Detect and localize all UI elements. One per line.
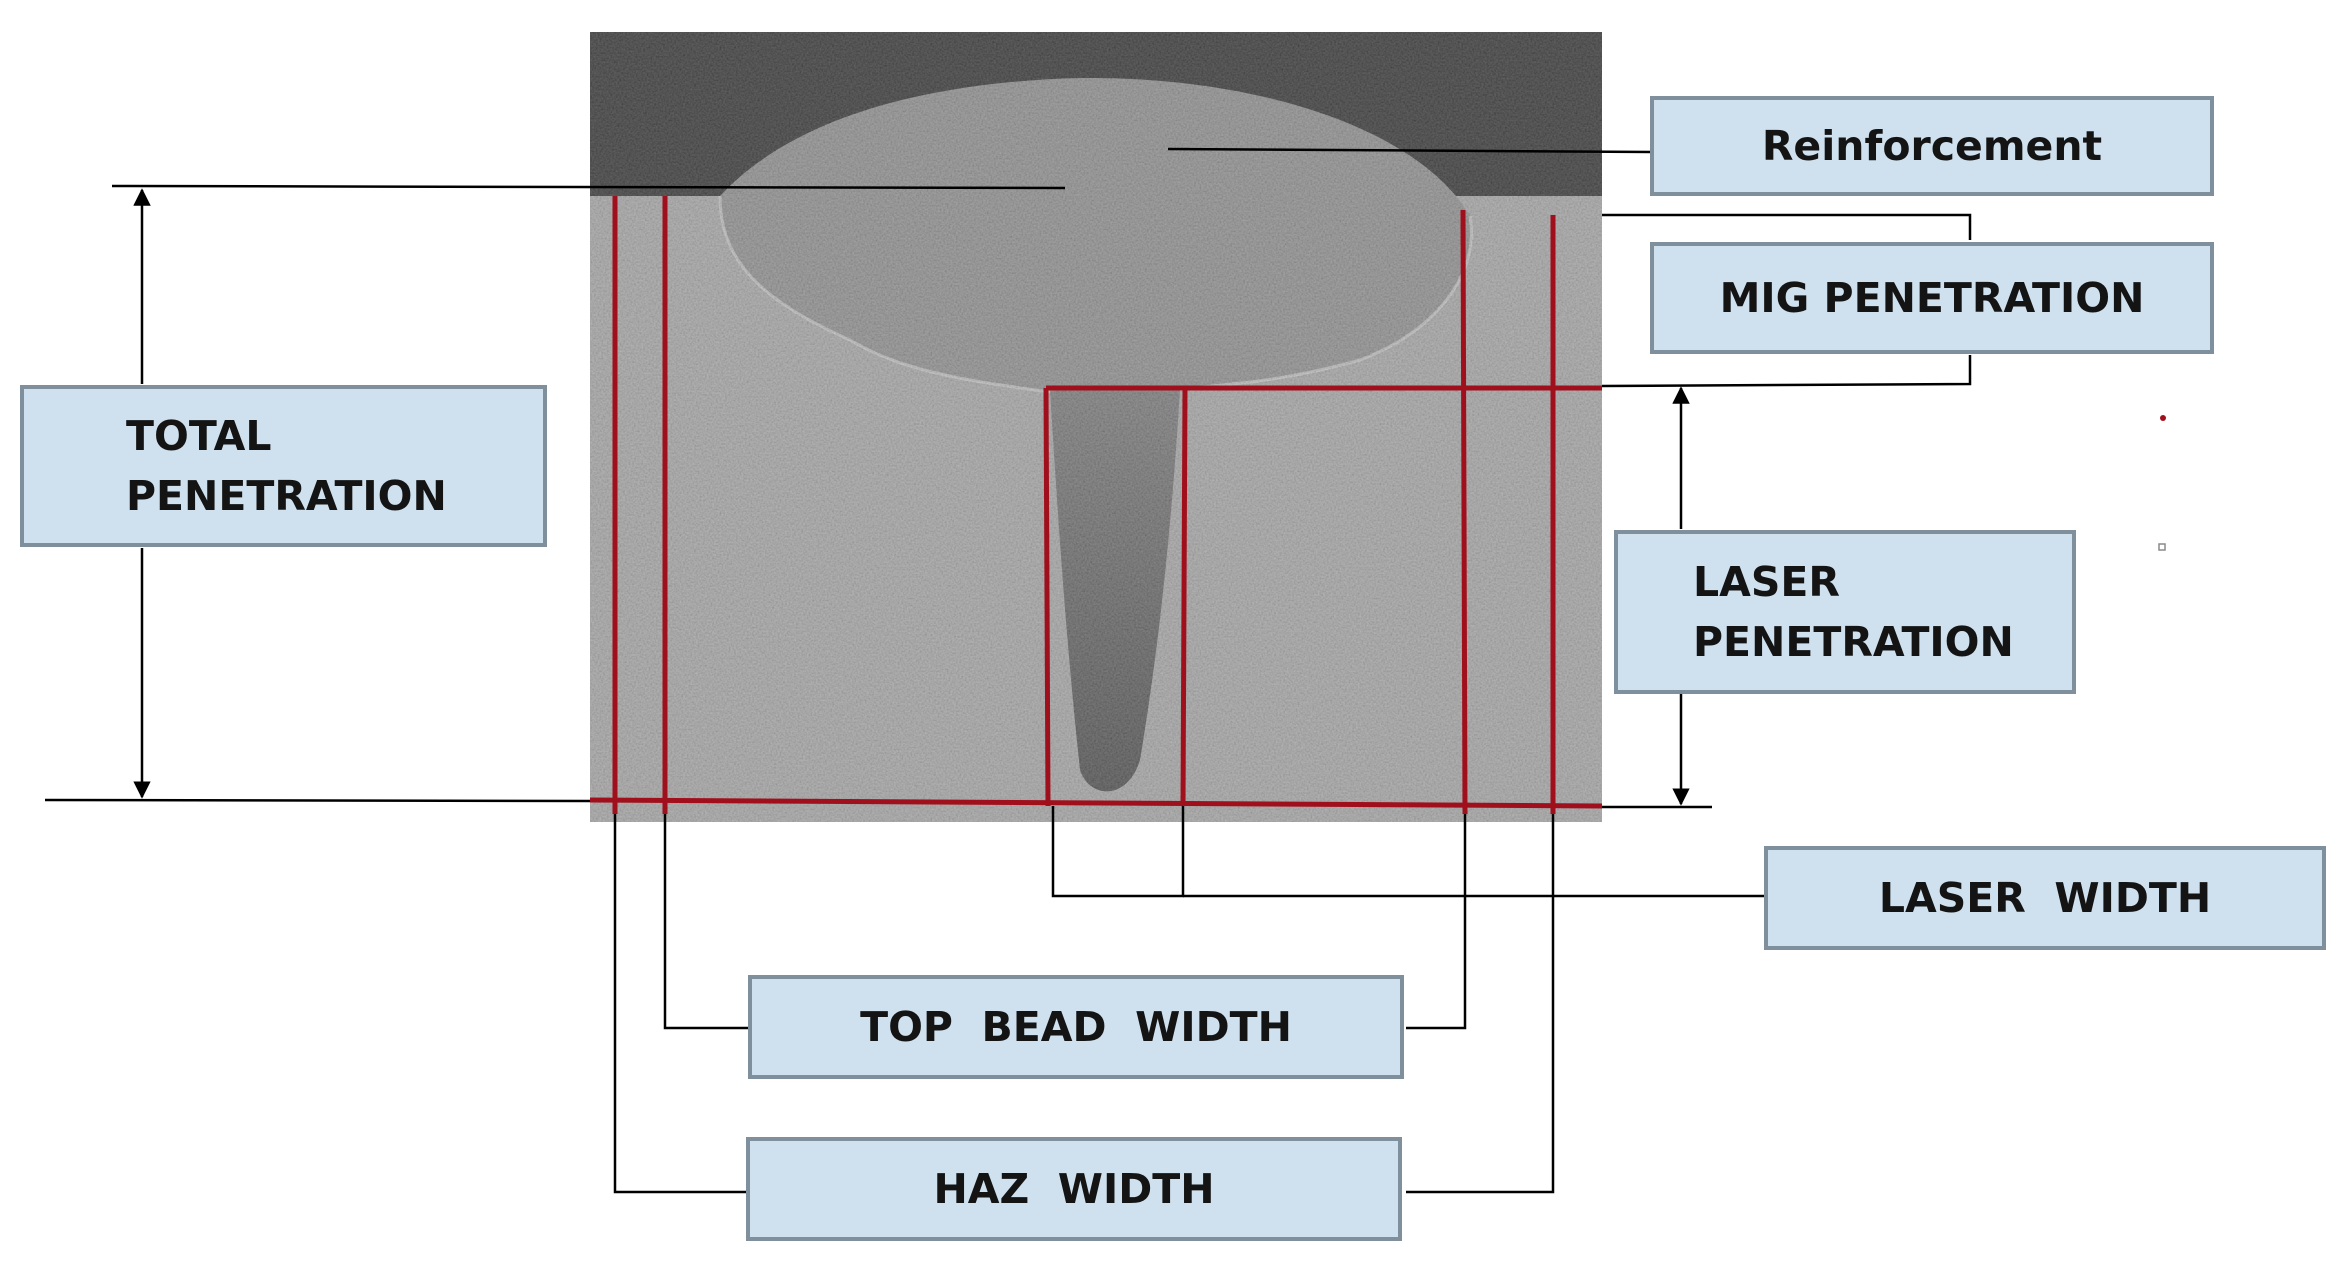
laser-right-line (1180, 387, 1188, 807)
reinforcement-label: Reinforcement (1650, 96, 2214, 196)
measurement-lines (589, 196, 1603, 815)
weld-micrograph (590, 32, 1602, 822)
mig-penetration-lower-leader (1601, 355, 1972, 388)
root-line (589, 797, 1603, 809)
root-extension-line (44, 798, 591, 803)
reinforcement-leader (1167, 147, 1653, 154)
haz-width-label: HAZ WIDTH (746, 1137, 1402, 1241)
top-bead-width-leader-left (663, 814, 748, 1030)
top-surface-line (111, 184, 1066, 190)
mig-penetration-upper-leader (1602, 213, 1972, 240)
laser-left-line (1043, 387, 1051, 807)
micrograph-grain-texture (590, 32, 1602, 822)
haz-width-leader-left (613, 814, 748, 1194)
top-bead-width-leader-right (1406, 814, 1467, 1030)
leader-lines (44, 147, 1972, 1194)
mig-penetration-label: MIG PENETRATION (1650, 242, 2214, 354)
stray-gray-dot (2158, 543, 2166, 551)
laser-width-label: LASER WIDTH (1764, 846, 2326, 950)
stray-red-dot (2160, 415, 2166, 421)
top-bead-width-label: TOP BEAD WIDTH (748, 975, 1404, 1079)
bead-right-line (1460, 209, 1468, 815)
laser-penetration-label: LASER PENETRATION (1614, 530, 2076, 694)
total-penetration-label: TOTAL PENETRATION (20, 385, 547, 547)
laser-width-leader (1051, 806, 1185, 898)
haz-width-leader-right (1406, 814, 1555, 1194)
